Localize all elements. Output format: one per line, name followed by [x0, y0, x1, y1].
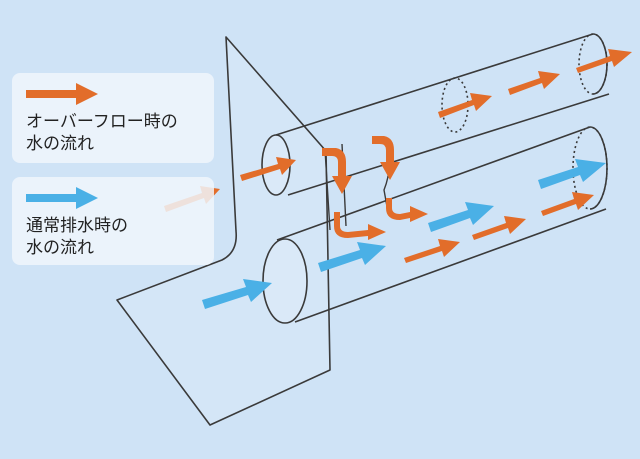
legend-normal-line2: 水の流れ — [26, 238, 94, 258]
orange-arrow — [334, 212, 386, 240]
orange-arrow — [541, 192, 594, 216]
orange-arrow — [372, 136, 400, 180]
blue-arrow — [202, 279, 272, 309]
drain-flow-arrows — [202, 159, 606, 309]
orange-arrow — [472, 216, 526, 240]
orange-arrow — [322, 148, 352, 194]
legend-overflow-line1: オーバーフロー時の — [26, 112, 178, 132]
legend-normal-label: 通常排水時の 水の流れ — [26, 215, 128, 259]
blue-arrow — [538, 159, 606, 189]
orange-arrow-icon — [26, 83, 98, 105]
legend-overflow-label: オーバーフロー時の 水の流れ — [26, 111, 178, 155]
orange-arrow — [438, 93, 492, 118]
blue-arrow — [318, 242, 386, 272]
blue-arrow-icon — [26, 187, 98, 209]
legend-normal-line1: 通常排水時の — [26, 216, 128, 236]
orange-arrow — [240, 157, 296, 181]
blue-arrow — [428, 202, 494, 232]
orange-arrow — [576, 49, 632, 73]
legend-overflow-line2: 水の流れ — [26, 134, 94, 154]
legend-normal: 通常排水時の 水の流れ — [12, 177, 214, 265]
orange-arrow — [386, 198, 428, 222]
orange-arrow — [404, 239, 460, 263]
orange-arrow — [508, 71, 560, 95]
legend-overflow: オーバーフロー時の 水の流れ — [12, 73, 214, 163]
